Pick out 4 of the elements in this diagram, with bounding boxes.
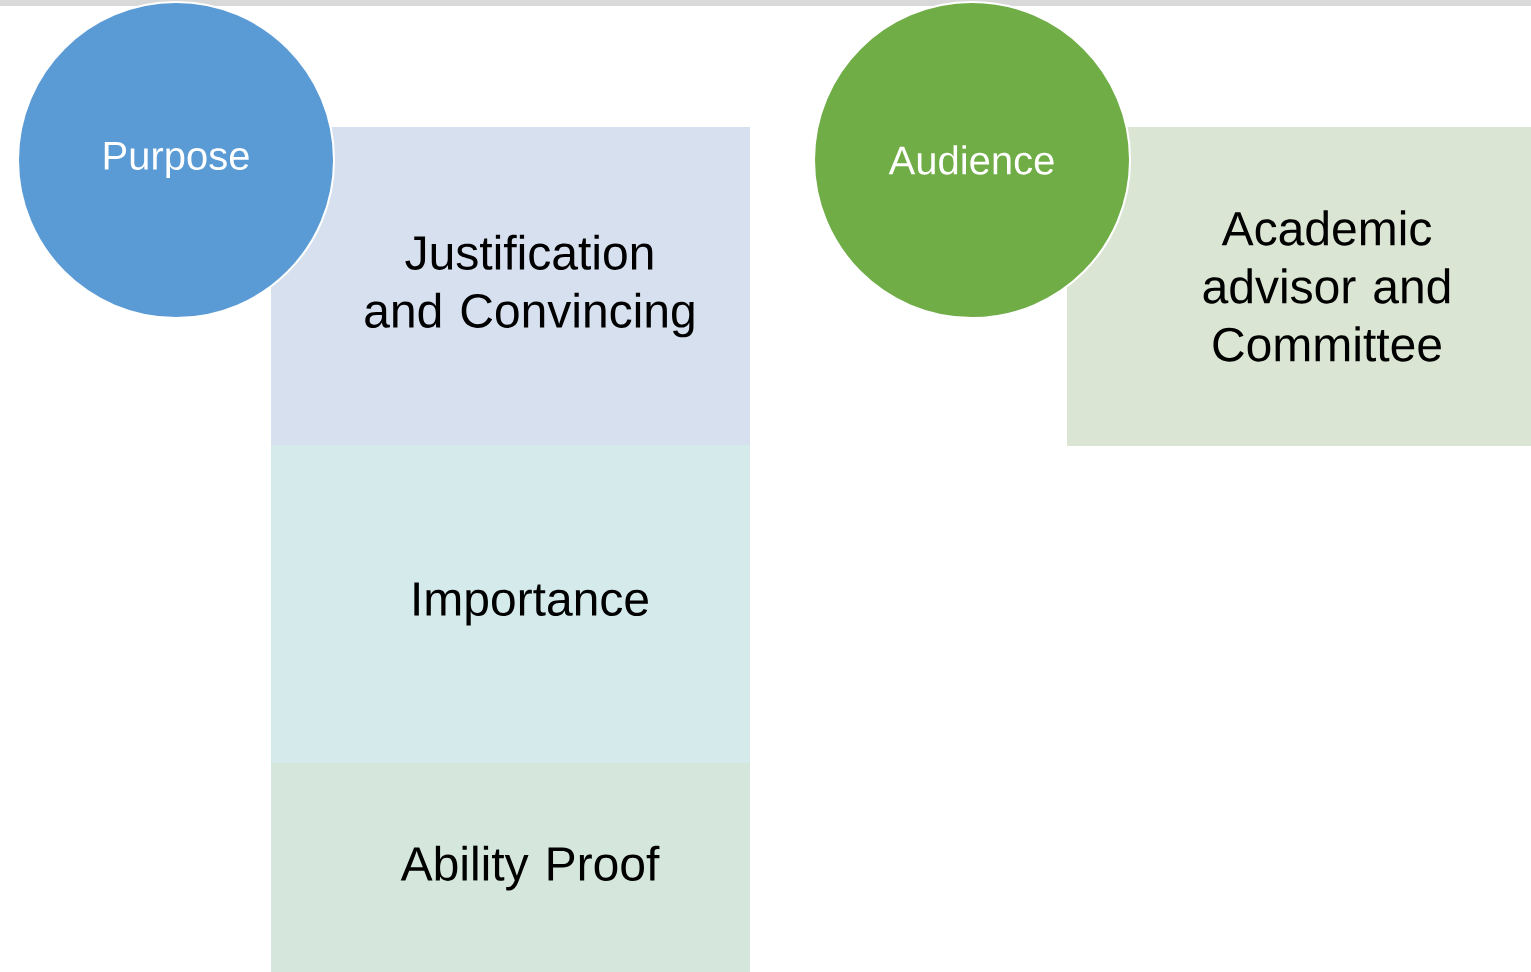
content-box: Justification and Convincing (271, 127, 750, 445)
content-box: Academic advisor and Committee (1067, 127, 1531, 446)
content-box: Importance (271, 445, 750, 763)
content-box: Ability Proof (271, 763, 750, 972)
